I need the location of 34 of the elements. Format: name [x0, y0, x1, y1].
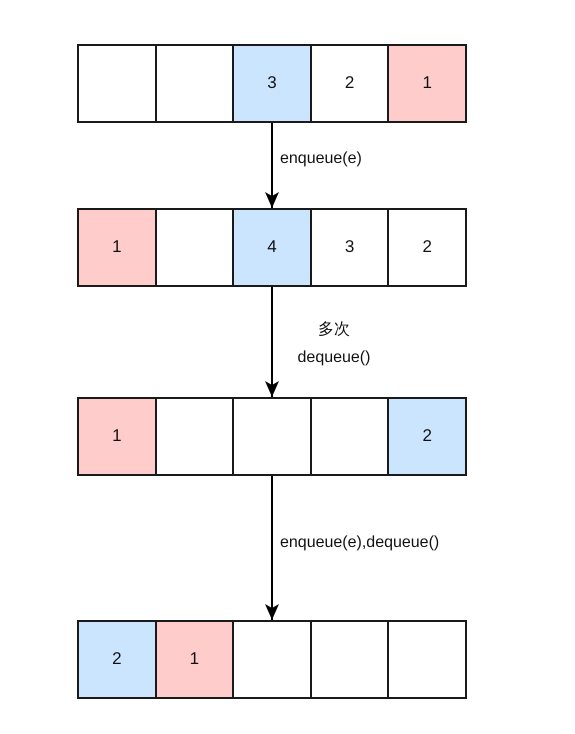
- arrow: [265, 476, 279, 620]
- queue-cell: [232, 208, 312, 287]
- arrow: [265, 123, 279, 208]
- queue-cell: [387, 208, 467, 287]
- queue-cell: [232, 44, 312, 123]
- queue-cell: [154, 208, 234, 287]
- cell-value: 2: [422, 238, 432, 257]
- queue-cell: [77, 397, 157, 476]
- queue-cell: [154, 44, 234, 123]
- cell-value: 3: [344, 238, 354, 257]
- queue-cell: [77, 208, 157, 287]
- queue-cell: [387, 620, 467, 699]
- queue-cell: [310, 44, 390, 123]
- queue-cell: [77, 44, 157, 123]
- arrow: [265, 287, 279, 397]
- queue-cell: [310, 620, 390, 699]
- cell-value: 1: [112, 427, 122, 446]
- cell-value: 2: [112, 650, 122, 669]
- queue-cell: [310, 208, 390, 287]
- queue-cell: [310, 397, 390, 476]
- queue-cell: [154, 397, 234, 476]
- cell-value: 1: [190, 650, 200, 669]
- cell-value: 1: [422, 74, 432, 93]
- cell-value: 2: [422, 427, 432, 446]
- queue-cell: [387, 397, 467, 476]
- queue-cell: [387, 44, 467, 123]
- cell-value: 2: [344, 74, 354, 93]
- queue-cell: [232, 397, 312, 476]
- cell-value: 3: [267, 74, 277, 93]
- queue-cell: [232, 620, 312, 699]
- cell-value: 4: [267, 238, 277, 257]
- cell-value: 1: [112, 238, 122, 257]
- queue-cell: [154, 620, 234, 699]
- queue-cell: [77, 620, 157, 699]
